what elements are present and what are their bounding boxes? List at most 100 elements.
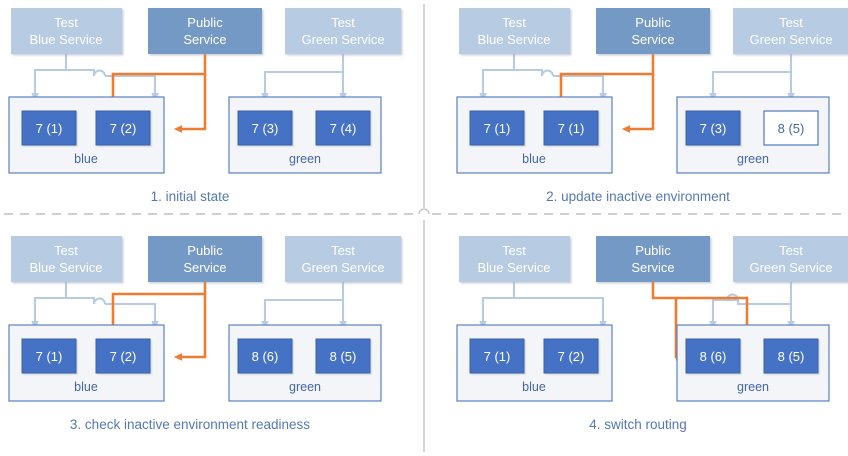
public-service-line1: Public <box>187 15 223 30</box>
panel-4-caption: 4. switch routing <box>589 417 687 432</box>
public-service-line2: Service <box>631 260 674 275</box>
pod-label: 8 (5) <box>330 349 357 364</box>
test-green-service-line1: Test <box>779 243 803 258</box>
panel-3-caption: 3. check inactive environment readiness <box>70 417 310 432</box>
panel-2-test-green-routing <box>709 54 795 102</box>
pod-label: 8 (5) <box>778 121 805 136</box>
test-blue-service-line1: Test <box>502 15 526 30</box>
test-blue-service-line1: Test <box>502 243 526 258</box>
panel-1-public-service[interactable]: Public Service <box>148 8 262 54</box>
panel-2-env-green: 7 (3) 8 (5) green <box>676 96 830 174</box>
pod-label: 7 (2) <box>110 121 137 136</box>
panel-4-public-service[interactable]: Public Service <box>596 236 710 282</box>
pod-label: 8 (5) <box>778 349 805 364</box>
panel-3-env-green: 8 (6) 8 (5) green <box>228 324 382 402</box>
env-label-green: green <box>737 152 769 166</box>
pod-label: 7 (1) <box>558 121 585 136</box>
pod-box <box>95 110 151 146</box>
pod-label: 8 (6) <box>700 349 727 364</box>
pod-box <box>21 338 77 374</box>
env-label-green: green <box>737 380 769 394</box>
panel-2-test-blue-routing <box>479 54 607 102</box>
test-green-service-line2: Green Service <box>749 32 832 47</box>
panel-2: 7 (1) 7 (1) blue 7 (3) 8 (5) green Test … <box>456 8 848 204</box>
pod-label: 7 (1) <box>36 349 63 364</box>
env-label-blue: blue <box>74 380 98 394</box>
panel-4-test-green-routing <box>709 282 795 330</box>
panel-4-test-blue-routing <box>479 282 607 330</box>
pod-box <box>469 110 525 146</box>
panel-2-test-green-service[interactable]: Test Green Service <box>733 8 848 54</box>
pod-box <box>315 338 371 374</box>
env-label-blue: blue <box>522 380 546 394</box>
pod-box <box>237 110 293 146</box>
test-green-service-line1: Test <box>779 15 803 30</box>
panel-3-test-green-service[interactable]: Test Green Service <box>285 236 401 282</box>
panel-1-test-green-service[interactable]: Test Green Service <box>285 8 401 54</box>
test-blue-service-line2: Blue Service <box>30 32 103 47</box>
test-green-service-line1: Test <box>331 243 355 258</box>
pod-label: 7 (1) <box>484 349 511 364</box>
test-green-service-line2: Green Service <box>749 260 832 275</box>
test-blue-service-line1: Test <box>54 243 78 258</box>
pod-label: 7 (3) <box>252 121 279 136</box>
pod-box <box>543 338 599 374</box>
panel-1-env-blue: 7 (1) 7 (2) blue <box>8 96 165 174</box>
panel-3: 7 (1) 7 (2) blue 8 (6) 8 (5) green Test … <box>8 236 401 432</box>
panel-3-public-service[interactable]: Public Service <box>148 236 262 282</box>
test-green-service-line2: Green Service <box>301 260 384 275</box>
public-service-line1: Public <box>187 243 223 258</box>
pod-label: 7 (1) <box>484 121 511 136</box>
panel-1-test-green-routing <box>261 54 347 102</box>
test-blue-service-line2: Blue Service <box>30 260 103 275</box>
test-blue-service-line1: Test <box>54 15 78 30</box>
env-label-green: green <box>289 152 321 166</box>
panel-1-test-blue-service[interactable]: Test Blue Service <box>11 8 122 54</box>
test-green-service-line1: Test <box>331 15 355 30</box>
public-service-line2: Service <box>183 32 226 47</box>
panel-2-test-blue-service[interactable]: Test Blue Service <box>459 8 570 54</box>
divider-crossing-hop-icon <box>418 208 430 215</box>
public-service-line2: Service <box>183 260 226 275</box>
pod-box-empty <box>763 110 819 146</box>
panel-2-env-blue: 7 (1) 7 (1) blue <box>456 96 613 174</box>
panel-3-test-blue-routing <box>31 282 159 330</box>
pod-box <box>21 110 77 146</box>
panel-3-env-blue: 7 (1) 7 (2) blue <box>8 324 165 402</box>
panel-4-test-green-service[interactable]: Test Green Service <box>733 236 848 282</box>
pod-box <box>237 338 293 374</box>
pod-label: 7 (2) <box>558 349 585 364</box>
test-blue-service-line2: Blue Service <box>478 32 551 47</box>
env-label-green: green <box>289 380 321 394</box>
test-green-service-line2: Green Service <box>301 32 384 47</box>
pod-box <box>763 338 819 374</box>
public-service-line1: Public <box>635 15 671 30</box>
pod-box <box>315 110 371 146</box>
panel-2-public-service[interactable]: Public Service <box>596 8 710 54</box>
panel-1-env-green: 7 (3) 7 (4) green <box>228 96 382 174</box>
panel-1-test-blue-routing <box>31 54 159 102</box>
panel-4-test-blue-service[interactable]: Test Blue Service <box>459 236 570 282</box>
env-label-blue: blue <box>74 152 98 166</box>
pod-box <box>95 338 151 374</box>
panel-4-env-green: 8 (6) 8 (5) green <box>676 324 830 402</box>
pod-label: 7 (2) <box>110 349 137 364</box>
pod-label: 8 (6) <box>252 349 279 364</box>
public-service-line1: Public <box>635 243 671 258</box>
test-blue-service-line2: Blue Service <box>478 260 551 275</box>
panel-4: 7 (1) 7 (2) blue 8 (6) 8 (5) green Test … <box>456 236 848 432</box>
panel-3-test-green-routing <box>261 282 347 330</box>
public-service-line2: Service <box>631 32 674 47</box>
pod-label: 7 (1) <box>36 121 63 136</box>
panel-1: 7 (1) 7 (2) blue 7 (3) 7 (4) green Test … <box>8 8 401 204</box>
panel-1-caption: 1. initial state <box>151 189 230 204</box>
panel-3-test-blue-service[interactable]: Test Blue Service <box>11 236 122 282</box>
pod-box <box>543 110 599 146</box>
pod-box <box>469 338 525 374</box>
env-label-blue: blue <box>522 152 546 166</box>
divider-group <box>4 4 844 452</box>
pod-box <box>685 110 741 146</box>
panel-2-caption: 2. update inactive environment <box>546 189 730 204</box>
